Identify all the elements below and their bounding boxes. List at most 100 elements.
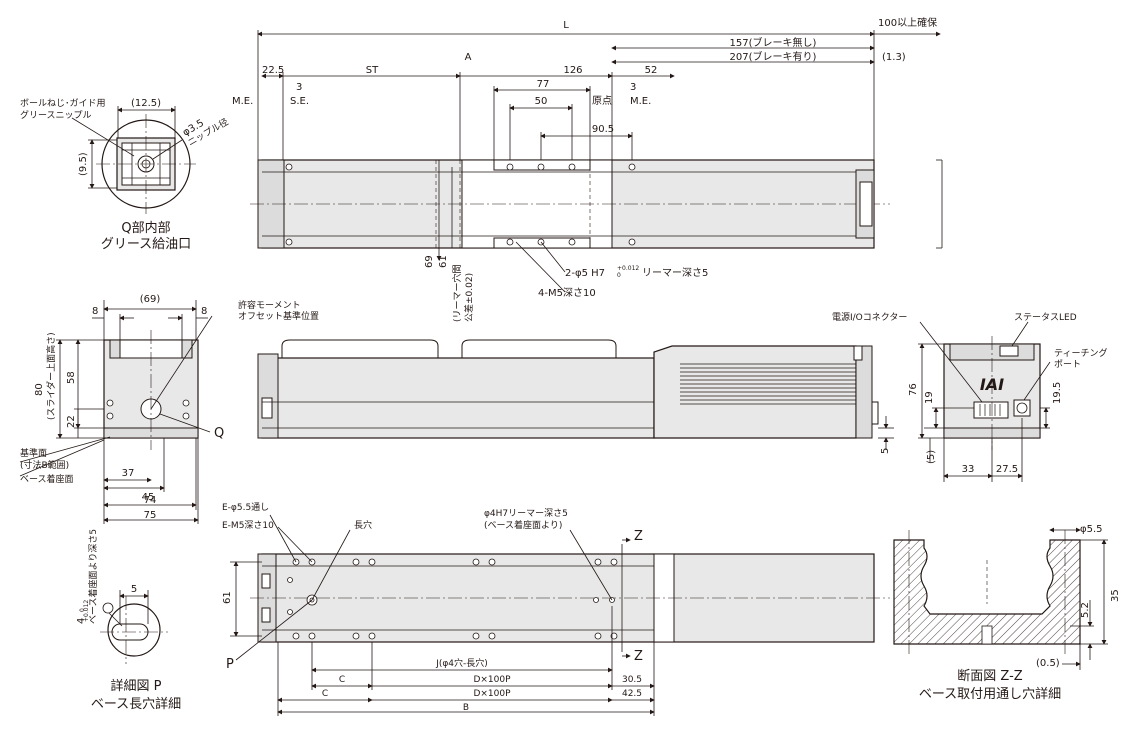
label-z-top: Z bbox=[634, 529, 643, 544]
dim-22: 22 bbox=[66, 415, 77, 428]
label-slider-top: (スライダー上面高さ) bbox=[45, 332, 57, 420]
dim-19-5: 19.5 bbox=[1052, 382, 1063, 404]
caption-q-1: Q部内部 bbox=[121, 220, 170, 236]
section-zz-labels: φ5.5 35 5.2 (0.5) 断面図 Z-Z ベース取付用通し穴詳細 bbox=[919, 524, 1121, 702]
top-view-labels: L 100以上確保 157(ブレーキ無し) 207(ブレーキ有り) (1.3) … bbox=[232, 16, 937, 322]
label-sunpo-b: (寸法B範囲) bbox=[20, 459, 69, 471]
label-pin-tol-lo: 0 bbox=[617, 272, 621, 279]
motor-end-labels: 電源I/Oコネクター ステータスLED ティーチング ポート IAI 76 19… bbox=[832, 312, 1107, 475]
dim-B: B bbox=[463, 703, 469, 713]
dim-61-bottom: 61 bbox=[222, 591, 233, 604]
bottom-view bbox=[230, 514, 890, 716]
detail-p-labels: 5 4 +0.012 0 ベース着座面より深さ5 詳細図 P ベース長穴詳細 bbox=[76, 529, 181, 712]
dim-detail-4: 4 bbox=[76, 618, 87, 624]
dim-50: 50 bbox=[535, 96, 548, 107]
dim-69-v: 69 bbox=[424, 255, 435, 268]
dim-42-5: 42.5 bbox=[622, 689, 642, 699]
caption-q-2: グリース給油口 bbox=[101, 237, 191, 252]
top-view bbox=[250, 30, 943, 293]
caption-section-2: ベース取付用通し穴詳細 bbox=[919, 686, 1061, 702]
dim-5-paren: (5) bbox=[926, 450, 937, 464]
label-Q: Q bbox=[214, 426, 224, 441]
label-me-left: M.E. bbox=[232, 96, 253, 107]
label-power-io: 電源I/Oコネクター bbox=[832, 312, 907, 323]
dim-3-right: 3 bbox=[630, 82, 636, 93]
dim-A: A bbox=[465, 52, 472, 63]
dim-detail-tol-up: +0.012 bbox=[83, 600, 90, 622]
label-moment2: オフセット基準位置 bbox=[238, 310, 319, 322]
dim-L: L bbox=[563, 20, 569, 31]
label-nipple-title2: グリースニップル bbox=[20, 109, 92, 121]
end-view-labels: (69) 8 8 許容モーメント オフセット基準位置 80 (スライダー上面高さ… bbox=[20, 294, 319, 521]
label-nagaana: 長穴 bbox=[354, 519, 372, 531]
end-view bbox=[19, 300, 213, 524]
dim-hoshou: 100以上確保 bbox=[878, 16, 937, 29]
dim-30-5: 30.5 bbox=[622, 675, 642, 685]
label-teaching1: ティーチング bbox=[1054, 347, 1107, 359]
label-z-bottom: Z bbox=[634, 649, 643, 664]
motor-end-view bbox=[918, 321, 1051, 482]
dim-58: 58 bbox=[66, 371, 77, 384]
dim-45: 45 bbox=[142, 492, 155, 503]
detail-p bbox=[100, 590, 168, 664]
dim-brake-none: 157(ブレーキ無し) bbox=[730, 36, 817, 49]
dim-C1: C bbox=[339, 675, 345, 685]
label-base-face: ベース着座面 bbox=[20, 473, 74, 485]
dim-8-right: 8 bbox=[201, 306, 207, 317]
dim-37: 37 bbox=[122, 468, 135, 479]
dim-phi5-5: φ5.5 bbox=[1080, 524, 1103, 535]
label-teaching2: ポート bbox=[1054, 359, 1081, 370]
label-thru-holes: E-φ5.5通し bbox=[222, 502, 269, 513]
caption-detail-2: ベース長穴詳細 bbox=[91, 696, 181, 712]
label-se: S.E. bbox=[290, 96, 309, 107]
label-pin-depth: リーマー深さ5 bbox=[642, 267, 708, 279]
label-phi4: φ4H7リーマー深さ5 bbox=[484, 508, 568, 519]
dim-74: 74 bbox=[144, 495, 157, 506]
dim-126: 126 bbox=[563, 65, 582, 76]
label-genten: 原点 bbox=[592, 95, 612, 107]
label-m5: 4-M5深さ10 bbox=[538, 287, 596, 299]
label-reamer-tol: 公差±0.02) bbox=[463, 273, 475, 322]
dim-52: 52 bbox=[645, 65, 658, 76]
dim-12-5: (12.5) bbox=[131, 98, 161, 109]
caption-section-1: 断面図 Z-Z bbox=[957, 669, 1023, 684]
dim-22-5: 22.5 bbox=[262, 65, 284, 76]
dim-35: 35 bbox=[1110, 589, 1121, 602]
label-kijun: 基準面 bbox=[20, 447, 47, 459]
section-zz bbox=[893, 527, 1108, 670]
dim-3-left: 3 bbox=[296, 82, 302, 93]
dim-brake-with: 207(ブレーキ有り) bbox=[730, 50, 817, 63]
dim-detail-tol-lo: 0 bbox=[79, 608, 86, 612]
label-pin-hole: 2-φ5 H7 bbox=[565, 268, 605, 279]
label-m5-base: E-M5深さ10 bbox=[222, 520, 274, 531]
dim-1-3: (1.3) bbox=[882, 52, 906, 63]
label-status-led: ステータスLED bbox=[1014, 312, 1077, 323]
q-detail bbox=[71, 106, 196, 214]
label-moment1: 許容モーメント bbox=[238, 299, 301, 311]
dim-5-side: 5 bbox=[880, 448, 891, 454]
dim-detail-5: 5 bbox=[131, 584, 137, 595]
dim-ST: ST bbox=[366, 65, 379, 76]
dim-61-v: 61 bbox=[438, 255, 449, 268]
dim-C2: C bbox=[322, 689, 328, 699]
dim-9-5: (9.5) bbox=[78, 152, 89, 176]
label-nipple-title: ボールねじ･ガイド用 bbox=[20, 98, 106, 109]
label-me-right: M.E. bbox=[630, 96, 651, 107]
dim-77: 77 bbox=[537, 79, 550, 90]
dim-90-5: 90.5 bbox=[592, 124, 614, 135]
dim-Dx100-a: D×100P bbox=[473, 675, 511, 685]
dim-80: 80 bbox=[34, 383, 45, 396]
dim-19: 19 bbox=[924, 391, 935, 404]
dim-75: 75 bbox=[144, 510, 157, 521]
label-detail-depth: ベース着座面より深さ5 bbox=[87, 529, 99, 624]
dim-8-left: 8 bbox=[92, 306, 98, 317]
label-P: P bbox=[226, 657, 234, 672]
side-view bbox=[257, 339, 894, 450]
label-reamer-pitch: (リーマー穴間 bbox=[451, 264, 463, 322]
dim-69-top: (69) bbox=[140, 294, 161, 305]
dim-0-5: (0.5) bbox=[1036, 658, 1060, 669]
side-view-labels: 5 bbox=[880, 448, 891, 454]
bottom-view-labels: E-φ5.5通し E-M5深さ10 長穴 φ4H7リーマー深さ5 (ベース着座面… bbox=[222, 502, 643, 713]
logo-iai: IAI bbox=[980, 375, 1004, 394]
